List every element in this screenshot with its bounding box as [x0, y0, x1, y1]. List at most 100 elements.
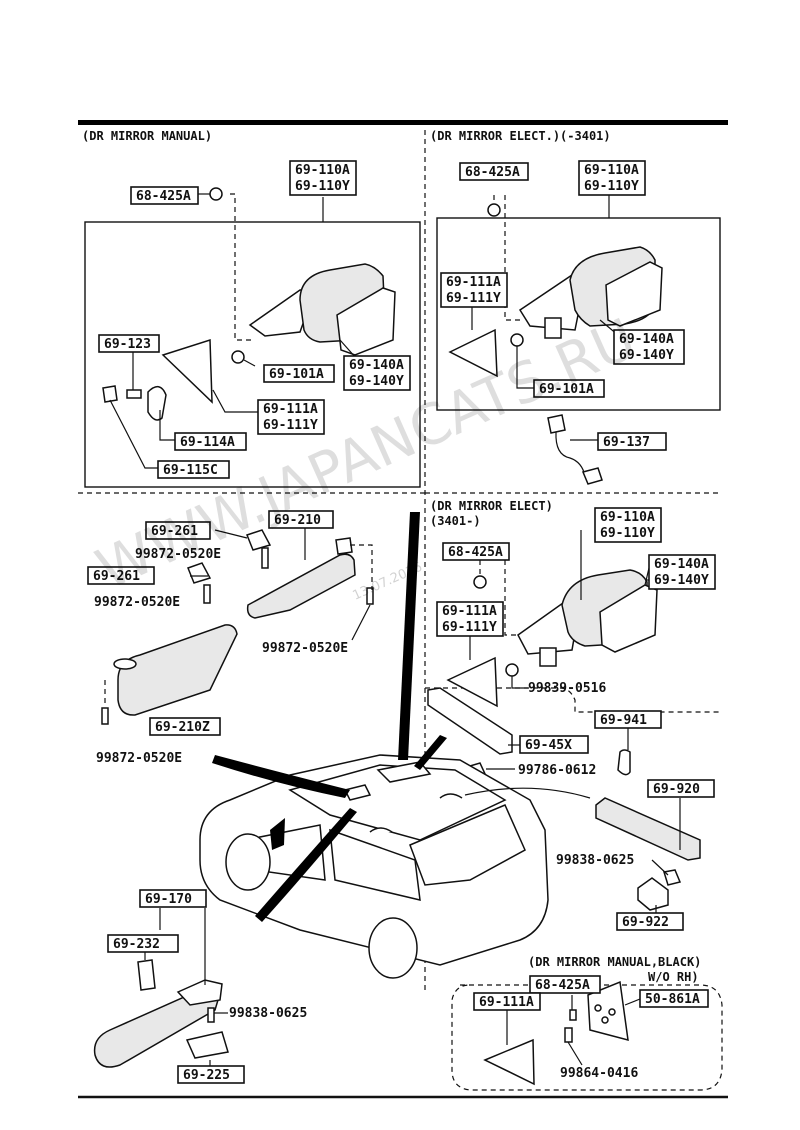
part-label-text: 69-110Y — [295, 179, 350, 194]
part-label-text: 69-922 — [622, 915, 669, 930]
manual-black-frame — [451, 984, 723, 1091]
part-label: 68-425A — [130, 186, 199, 205]
part-label: 69-225 — [177, 1065, 245, 1084]
part-label: 69-115C — [157, 460, 230, 479]
part-label-text: 69-261 — [93, 569, 140, 584]
rear-view-mirror-drawing — [93, 959, 229, 1068]
manual-black-leader-lines — [506, 995, 641, 1066]
part-label-text: 69-140Y — [654, 573, 709, 588]
manual-black-drawing — [483, 980, 629, 1086]
part-label-text: 69-170 — [145, 892, 192, 907]
part-label: 69-111A 69-111Y — [440, 272, 508, 308]
section-title-elect-new-2: (3401-) — [430, 514, 481, 528]
part-label: 69-232 — [107, 934, 179, 953]
part-label: 69-101A — [533, 379, 605, 398]
part-label-text: 50-861A — [645, 992, 700, 1007]
part-label-text: 69-110Y — [584, 179, 639, 194]
part-label-text: 69-225 — [183, 1068, 230, 1083]
elect-mirror-assembly-frame — [436, 217, 721, 411]
sunvisor-drawing — [101, 529, 374, 725]
manual-mirror-assembly-frame — [84, 221, 421, 488]
part-label: 69-261 — [145, 521, 211, 540]
part-label: 69-45X — [519, 735, 589, 754]
part-label: 69-140A 69-140Y — [613, 329, 685, 365]
part-label: 69-123 — [98, 334, 160, 353]
part-label-text: 69-111Y — [263, 418, 318, 433]
part-label: 69-210 — [268, 510, 334, 529]
part-label: 69-261 — [87, 566, 155, 585]
top-rule — [78, 120, 728, 125]
part-label: 69-110A 69-110Y — [578, 160, 646, 196]
part-label-text: 69-111Y — [446, 291, 501, 306]
part-label-text: 69-111A — [263, 402, 318, 417]
part-label-text: 69-210Z — [155, 720, 210, 735]
part-label: 69-922 — [616, 912, 684, 931]
part-label: 69-140A 69-140Y — [648, 554, 716, 590]
manual-mirror-drawing — [102, 187, 396, 421]
part-label-text: 69-110A — [584, 163, 639, 178]
part-label-text: 68-425A — [465, 165, 520, 180]
part-label-text: 68-425A — [535, 978, 590, 993]
section-title-manual: (DR MIRROR MANUAL) — [82, 129, 212, 143]
elect-leader-lines — [471, 195, 619, 441]
part-label-text: 69-110A — [600, 510, 655, 525]
part-label: 68-425A — [529, 975, 601, 994]
part-label-text: 69-111Y — [442, 620, 497, 635]
part-label-text: 69-941 — [600, 713, 647, 728]
section-title-elect-new-1: (DR MIRROR ELECT) — [430, 499, 553, 513]
section-title-elect-old: (DR MIRROR ELECT.)(-3401) — [430, 129, 611, 143]
part-label-text: 99838-0625 — [556, 853, 634, 868]
part-label-text: 69-140Y — [349, 374, 404, 389]
part-label: 69-111A — [473, 992, 541, 1011]
part-label: 69-111A 69-111Y — [436, 601, 504, 637]
part-label-text: 69-140A — [654, 557, 709, 572]
part-label-text: 69-101A — [269, 367, 324, 382]
part-label: 68-425A — [442, 542, 510, 561]
roof-leader-lines — [486, 728, 681, 913]
part-label-text: 99872-0520E — [96, 751, 182, 766]
part-label-text: 69-114A — [180, 435, 235, 450]
part-label: 69-110A 69-110Y — [594, 507, 662, 543]
part-label-text: 69-110Y — [600, 526, 655, 541]
elect-new-mirror-drawing — [446, 569, 658, 708]
part-label: 69-111A 69-111Y — [257, 399, 325, 435]
part-label: 50-861A — [639, 989, 709, 1008]
part-label: 69-110A 69-110Y — [289, 160, 357, 196]
car-body-drawing — [199, 754, 549, 979]
part-label-text: 69-101A — [539, 382, 594, 397]
part-label-text: 69-115C — [163, 463, 218, 478]
part-label-text: 99864-0416 — [560, 1066, 638, 1081]
part-label: 69-114A — [174, 432, 247, 451]
part-label: 69-140A 69-140Y — [343, 355, 411, 391]
part-label: 69-920 — [647, 779, 715, 798]
part-label-text: 68-425A — [448, 545, 503, 560]
right-lower-divider — [425, 687, 722, 713]
part-label: 69-210Z — [149, 717, 221, 736]
part-label-text: 69-210 — [274, 513, 321, 528]
part-label-text: 69-261 — [151, 524, 198, 539]
part-label-text: 69-140A — [349, 358, 404, 373]
part-label-text: 99872-0520E — [94, 595, 180, 610]
part-label-text: 99839-0516 — [528, 681, 606, 696]
part-label-text: 69-111A — [446, 275, 501, 290]
part-label-text: 69-140A — [619, 332, 674, 347]
part-label-text: 68-425A — [136, 189, 191, 204]
part-label-text: 69-111A — [479, 995, 534, 1010]
section-title-manual-black-2: W/O RH) — [648, 970, 699, 984]
part-label-text: 69-110A — [295, 163, 350, 178]
manual-leader-lines — [109, 193, 357, 469]
part-label-text: 99786-0612 — [518, 763, 596, 778]
part-label-text: 69-111A — [442, 604, 497, 619]
part-label-text: 99872-0520E — [262, 641, 348, 656]
part-label: 69-941 — [594, 710, 662, 729]
part-label-text: 69-137 — [603, 435, 650, 450]
part-label-text: 69-123 — [104, 337, 151, 352]
part-label: 68-425A — [459, 162, 529, 181]
part-label: 69-137 — [597, 432, 667, 451]
part-label-text: 99872-0520E — [135, 547, 221, 562]
part-label-text: 69-920 — [653, 782, 700, 797]
part-label-text: 69-45X — [525, 738, 572, 753]
part-label-text: 99838-0625 — [229, 1006, 307, 1021]
part-label: 69-170 — [139, 889, 207, 908]
